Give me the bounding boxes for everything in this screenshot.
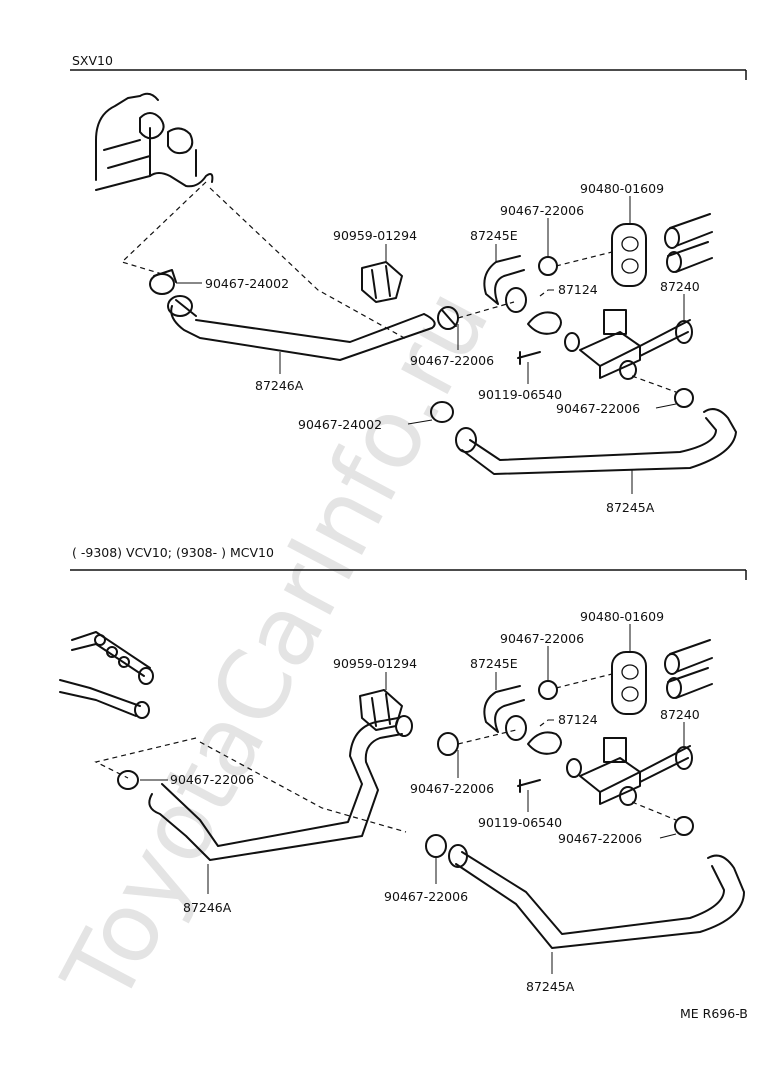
footer-code: ME R696-B [680,1006,748,1021]
bolt [517,351,541,365]
heater-pipes [664,213,713,273]
water-valve [566,737,693,806]
part-label-hose-e: 87245E [470,656,518,671]
engine-pipes [59,631,154,719]
part-87124 [527,311,562,335]
part-87124 [527,731,562,755]
part-label-clamp-b: 90467-22006 [384,889,468,904]
hose-clamp [430,401,454,423]
hose-clamp [149,269,177,295]
part-label-clamp-right: 90467-22006 [556,401,640,416]
part-label-clamp-e: 90467-22006 [500,631,584,646]
part-label-clamp-mid: 90467-22006 [410,781,494,796]
section-sxv10: SXV10 90467-24002 87246A [70,53,747,515]
part-label-bracket: 90959-01294 [333,656,417,671]
hose-clamp [538,680,558,700]
hose-bracket [361,261,403,303]
rubber-grommet [611,651,647,715]
part-label-valve: 87240 [660,279,700,294]
water-valve [564,309,693,380]
section-title: ( -9308) VCV10; (9308- ) MCV10 [72,545,274,560]
rubber-grommet [611,223,647,287]
part-label-clamp-right: 90467-22006 [558,831,642,846]
assembly-line [120,181,409,341]
part-label-valve: 87240 [660,707,700,722]
part-label-clamp-mid: 90467-22006 [410,353,494,368]
part-label-hose-e: 87245E [470,228,518,243]
hose-clamp [538,256,558,276]
hose-clamp [117,770,139,790]
part-label-clamp-a: 90467-24002 [205,276,289,291]
part-label-hose-a: 87246A [183,900,232,915]
part-label-clamp-a: 90467-22006 [170,772,254,787]
hose-bracket [359,689,403,731]
part-label-grommet: 90480-01609 [580,181,664,196]
assembly-line [94,737,407,833]
part-label-bolt: 90119-06540 [478,815,562,830]
bolt [517,779,541,793]
engine-block [95,92,214,191]
part-label-clamp-b: 90467-24002 [298,417,382,432]
hose-87245e [483,685,525,733]
heater-pipes [664,639,713,699]
hose-87246a [148,717,403,861]
part-label-hose-b: 87245A [606,500,655,515]
part-label-hose-a: 87246A [255,378,304,393]
section-vcv10-mcv10: ( -9308) VCV10; (9308- ) MCV10 90467-220… [59,545,747,994]
hose-87245e [483,255,525,305]
part-label-grommet: 90480-01609 [580,609,664,624]
hose-87245a [461,408,737,475]
part-label-87124: 87124 [558,712,598,727]
part-label-hose-b: 87245A [526,979,575,994]
hose-clamp [437,732,459,756]
hose-clamp [674,388,694,408]
hose-87246a [170,299,436,361]
section-title: SXV10 [72,53,113,68]
hose-clamp [425,834,447,858]
hose-clamp [674,816,694,836]
part-label-87124: 87124 [558,282,598,297]
part-label-clamp-e: 90467-22006 [500,203,584,218]
part-label-bolt: 90119-06540 [478,387,562,402]
part-label-bracket: 90959-01294 [333,228,417,243]
hose-87245a [455,851,745,949]
